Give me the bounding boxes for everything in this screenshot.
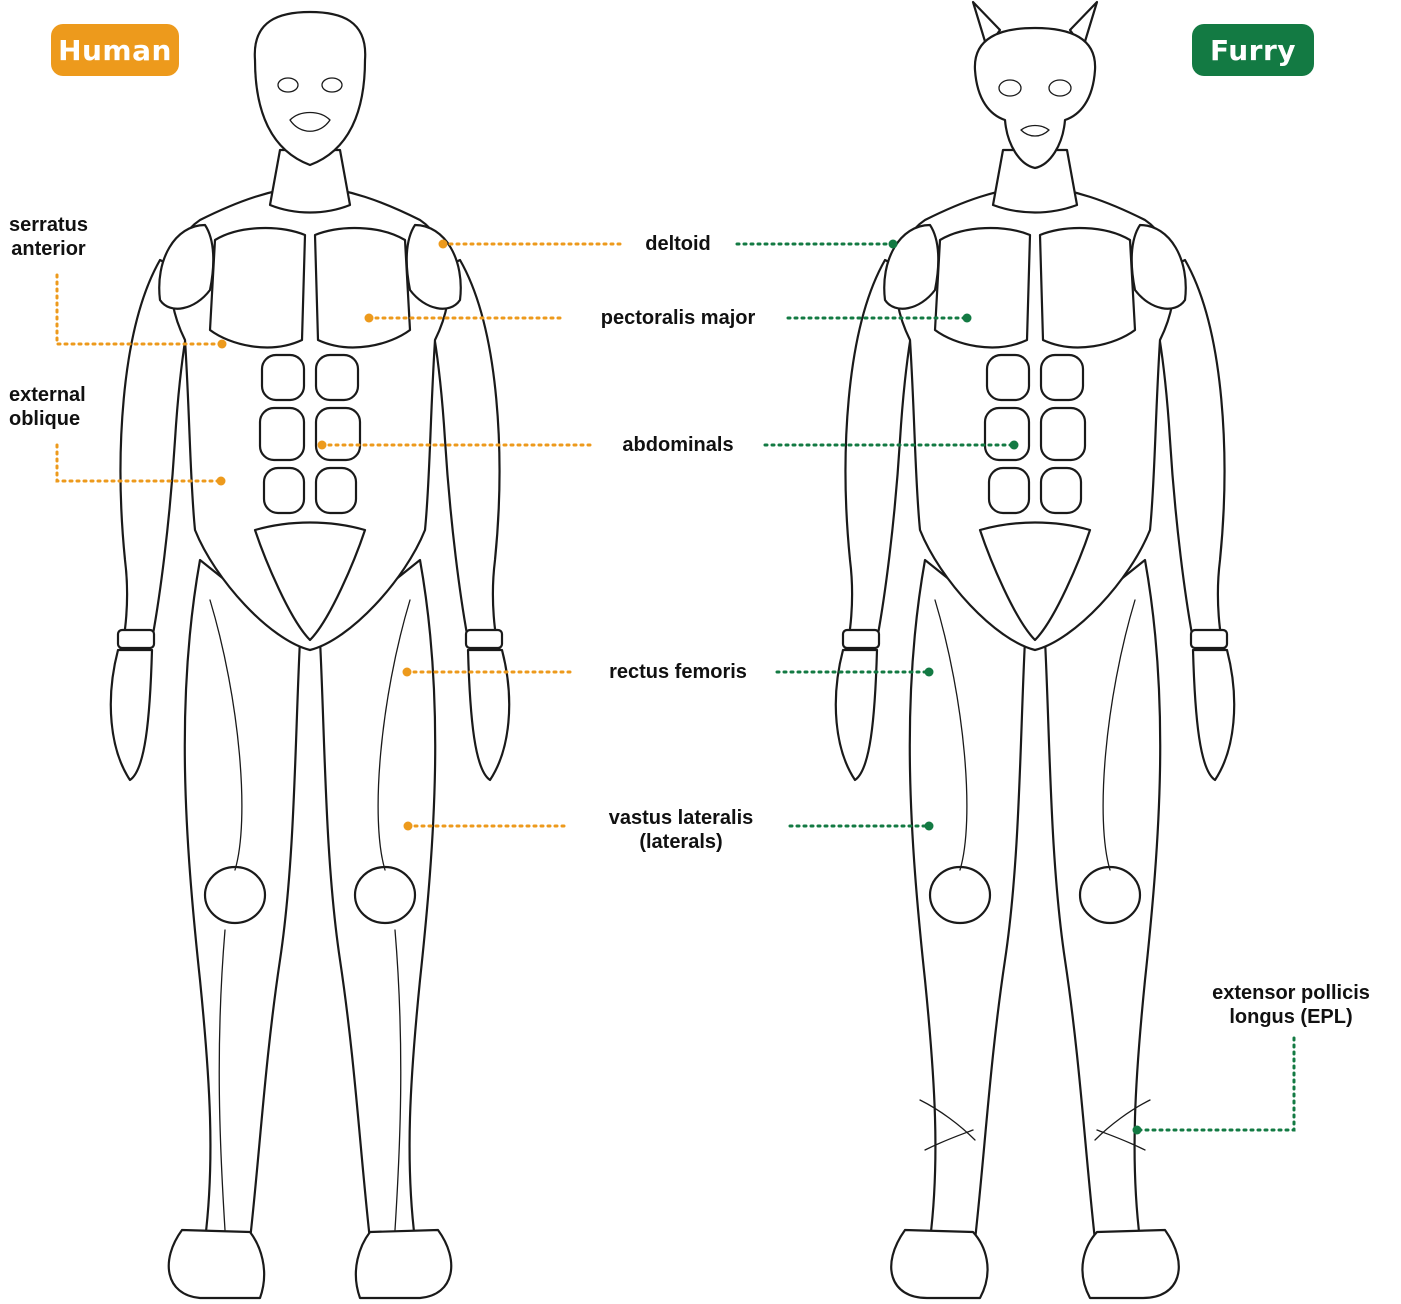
human-figure bbox=[111, 12, 509, 1298]
leader-vastus-furry-dot bbox=[925, 822, 934, 831]
furry-badge: Furry bbox=[1192, 24, 1314, 76]
label-rectus-femoris: rectus femoris bbox=[609, 660, 747, 684]
leader-abdominals-human-dot bbox=[318, 441, 327, 450]
label-external-oblique: external oblique bbox=[9, 383, 86, 431]
leader-serratus-human-dot bbox=[218, 340, 227, 349]
leader-rectus-furry-dot bbox=[925, 668, 934, 677]
leader-pectoralis-human-dot bbox=[365, 314, 374, 323]
leader-rectus-human-dot bbox=[403, 668, 412, 677]
leader-epl-furry bbox=[1137, 1038, 1294, 1130]
label-deltoid: deltoid bbox=[645, 232, 711, 256]
label-extensor-pollicis-longus: extensor pollicis longus (EPL) bbox=[1212, 981, 1370, 1029]
label-abdominals: abdominals bbox=[622, 433, 733, 457]
label-pectoralis-major: pectoralis major bbox=[601, 306, 756, 330]
furry-figure bbox=[836, 2, 1234, 1298]
leader-deltoid-furry-dot bbox=[889, 240, 898, 249]
leader-pectoralis-furry-dot bbox=[963, 314, 972, 323]
label-vastus-lateralis: vastus lateralis (laterals) bbox=[609, 806, 754, 854]
human-badge: Human bbox=[51, 24, 179, 76]
leader-epl-furry-dot bbox=[1133, 1126, 1142, 1135]
leader-vastus-human-dot bbox=[404, 822, 413, 831]
leader-oblique-human-dot bbox=[217, 477, 226, 486]
leader-abdominals-furry-dot bbox=[1010, 441, 1019, 450]
furry-head bbox=[975, 28, 1095, 168]
label-serratus-anterior: serratus anterior bbox=[9, 213, 88, 261]
leader-deltoid-human-dot bbox=[439, 240, 448, 249]
human-head bbox=[255, 12, 365, 165]
